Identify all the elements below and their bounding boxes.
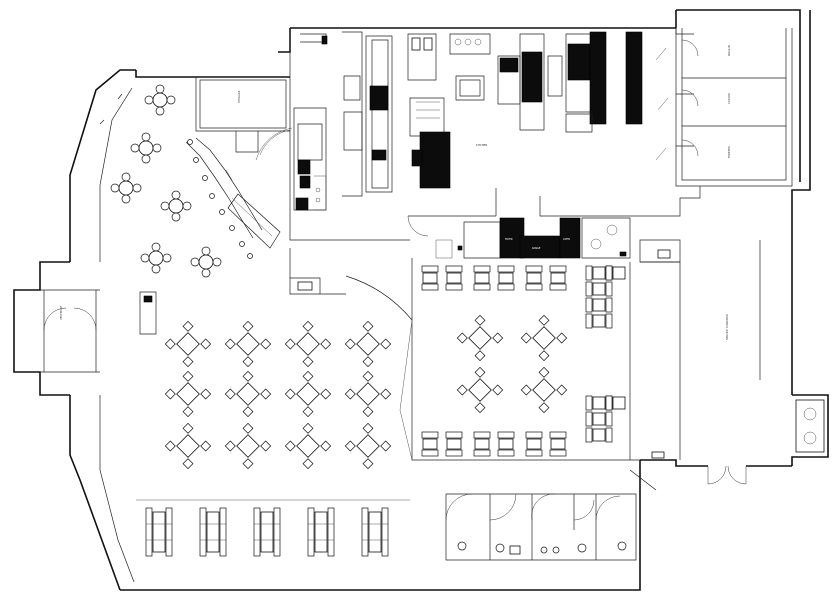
svg-text:STORAGE: STORAGE (237, 90, 241, 103)
round-table (160, 190, 192, 222)
svg-text:VESTIBULE: VESTIBULE (59, 305, 63, 320)
svg-text:WALK-IN: WALK-IN (727, 45, 731, 56)
walk-in-coolers: WALK-IN COOLER FREEZER (655, 28, 793, 187)
table-cluster (520, 366, 568, 414)
main-dining: SERVICE CORRIDOR (139, 240, 761, 461)
booths-bottom-row (136, 499, 410, 557)
table-cluster (344, 320, 392, 368)
exterior-walls: VESTIBULE (13, 9, 829, 591)
table-cluster (164, 370, 212, 418)
table-cluster (164, 422, 212, 470)
svg-text:RANGE: RANGE (532, 247, 541, 250)
patio-round-tables (110, 84, 253, 278)
table-cluster (224, 370, 272, 418)
svg-text:FREEZER: FREEZER (727, 146, 731, 158)
booths-dining-bottom-row (421, 431, 567, 457)
round-table (140, 242, 172, 274)
table-cluster (284, 370, 332, 418)
kitchen: FRYER RANGE OVEN KITCHEN (289, 28, 701, 263)
table-cluster (284, 422, 332, 470)
round-table (110, 172, 142, 204)
svg-text:SERVICE CORRIDOR: SERVICE CORRIDOR (725, 314, 729, 340)
svg-text:OVEN: OVEN (563, 238, 570, 241)
round-table (144, 84, 176, 116)
round-table (130, 132, 162, 164)
svg-text:COOLER: COOLER (727, 93, 731, 104)
booths-right-column (585, 265, 626, 443)
table-cluster (456, 314, 504, 362)
dining-table-clusters (164, 314, 568, 470)
table-cluster (284, 320, 332, 368)
table-cluster (224, 320, 272, 368)
patio-area: STORAGE (185, 77, 346, 295)
table-cluster (520, 314, 568, 362)
table-cluster (456, 366, 504, 414)
table-cluster (344, 422, 392, 470)
table-cluster (164, 320, 212, 368)
round-table (190, 246, 222, 278)
restrooms (445, 469, 657, 561)
table-cluster (344, 370, 392, 418)
exit-doors (707, 399, 825, 485)
booths-top-row (421, 265, 567, 291)
table-cluster (224, 422, 272, 470)
svg-text:FRYER: FRYER (505, 238, 513, 241)
svg-text:KITCHEN: KITCHEN (476, 143, 487, 147)
